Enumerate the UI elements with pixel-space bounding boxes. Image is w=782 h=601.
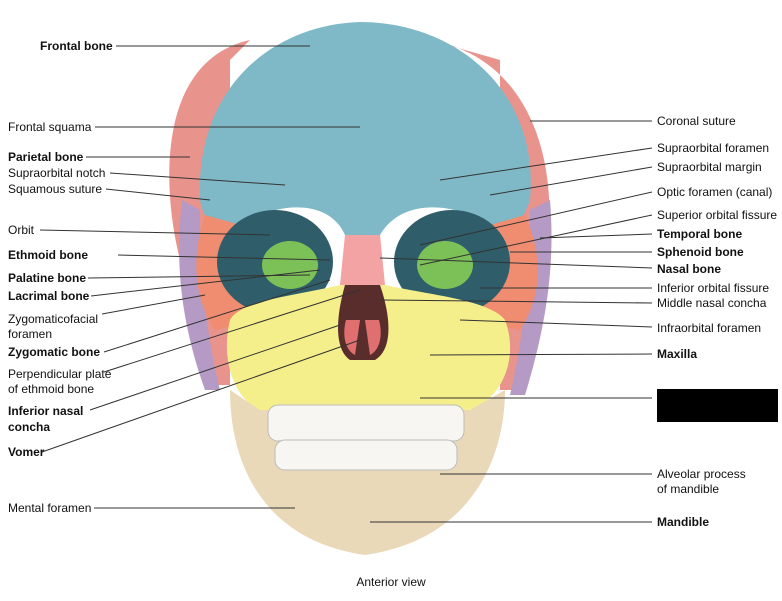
lower-teeth xyxy=(274,439,458,471)
label-vomer: Vomer xyxy=(8,445,45,459)
label-orbit: Orbit xyxy=(8,223,35,237)
label-superior-orbital-fissure: Superior orbital fissure xyxy=(657,208,778,222)
label-palatine-bone: Palatine bone xyxy=(8,271,87,285)
label-mental-foramen: Mental foramen xyxy=(8,501,92,515)
temporal-bone-region xyxy=(179,200,220,390)
label-alveolar-process-1: Alveolar process xyxy=(657,467,746,481)
label-supraorbital-notch: Supraorbital notch xyxy=(8,166,106,180)
label-infraorbital-foramen: Infraorbital foramen xyxy=(657,321,762,335)
label-perpendicular-plate-2: of ethmoid bone xyxy=(8,382,95,396)
ethmoid-bone-left xyxy=(262,241,318,289)
label-lacrimal-bone: Lacrimal bone xyxy=(8,289,90,303)
label-mandible: Mandible xyxy=(657,515,710,529)
label-squamous-suture: Squamous suture xyxy=(8,182,103,196)
label-parietal-bone: Parietal bone xyxy=(8,150,84,164)
label-frontal-squama: Frontal squama xyxy=(8,120,92,134)
label-zygomatic-bone: Zygomatic bone xyxy=(8,345,101,359)
label-temporal-bone: Temporal bone xyxy=(657,227,743,241)
frontal-bone-region xyxy=(199,22,531,235)
label-inferior-nasal-2: concha xyxy=(8,420,51,434)
label-middle-nasal-concha: Middle nasal concha xyxy=(657,296,767,310)
leader-lines-right xyxy=(370,120,653,523)
label-inferior-nasal-1: Inferior nasal xyxy=(8,404,84,418)
leader-lines-left xyxy=(39,45,361,509)
inferior-nasal-concha xyxy=(344,320,360,355)
label-alveolar-process-2: of mandible xyxy=(657,482,720,496)
label-sphenoid-bone: Sphenoid bone xyxy=(657,245,744,259)
label-perpendicular-plate-1: Perpendicular plate xyxy=(8,367,112,381)
upper-teeth xyxy=(267,404,465,442)
ethmoid-bone-right xyxy=(417,241,473,289)
nasal-bone-region xyxy=(340,235,385,285)
label-supraorbital-foramen: Supraorbital foramen xyxy=(657,141,770,155)
figure-caption: Anterior view xyxy=(356,575,426,589)
label-ethmoid-bone: Ethmoid bone xyxy=(8,248,88,262)
label-zygomaticofacial-1: Zygomaticofacial xyxy=(8,312,99,326)
label-coronal-suture: Coronal suture xyxy=(657,114,736,128)
label-maxilla: Maxilla xyxy=(657,347,698,361)
label-inferior-orbital-fissure: Inferior orbital fissure xyxy=(657,281,770,295)
inferior-nasal-concha-right xyxy=(365,320,381,355)
label-zygomaticofacial-2: foramen xyxy=(8,327,53,341)
label-optic-foramen: Optic foramen (canal) xyxy=(657,185,773,199)
redaction-box xyxy=(657,389,778,422)
label-supraorbital-margin: Supraorbital margin xyxy=(657,160,762,174)
label-frontal-bone: Frontal bone xyxy=(40,39,113,53)
label-nasal-bone: Nasal bone xyxy=(657,262,722,276)
